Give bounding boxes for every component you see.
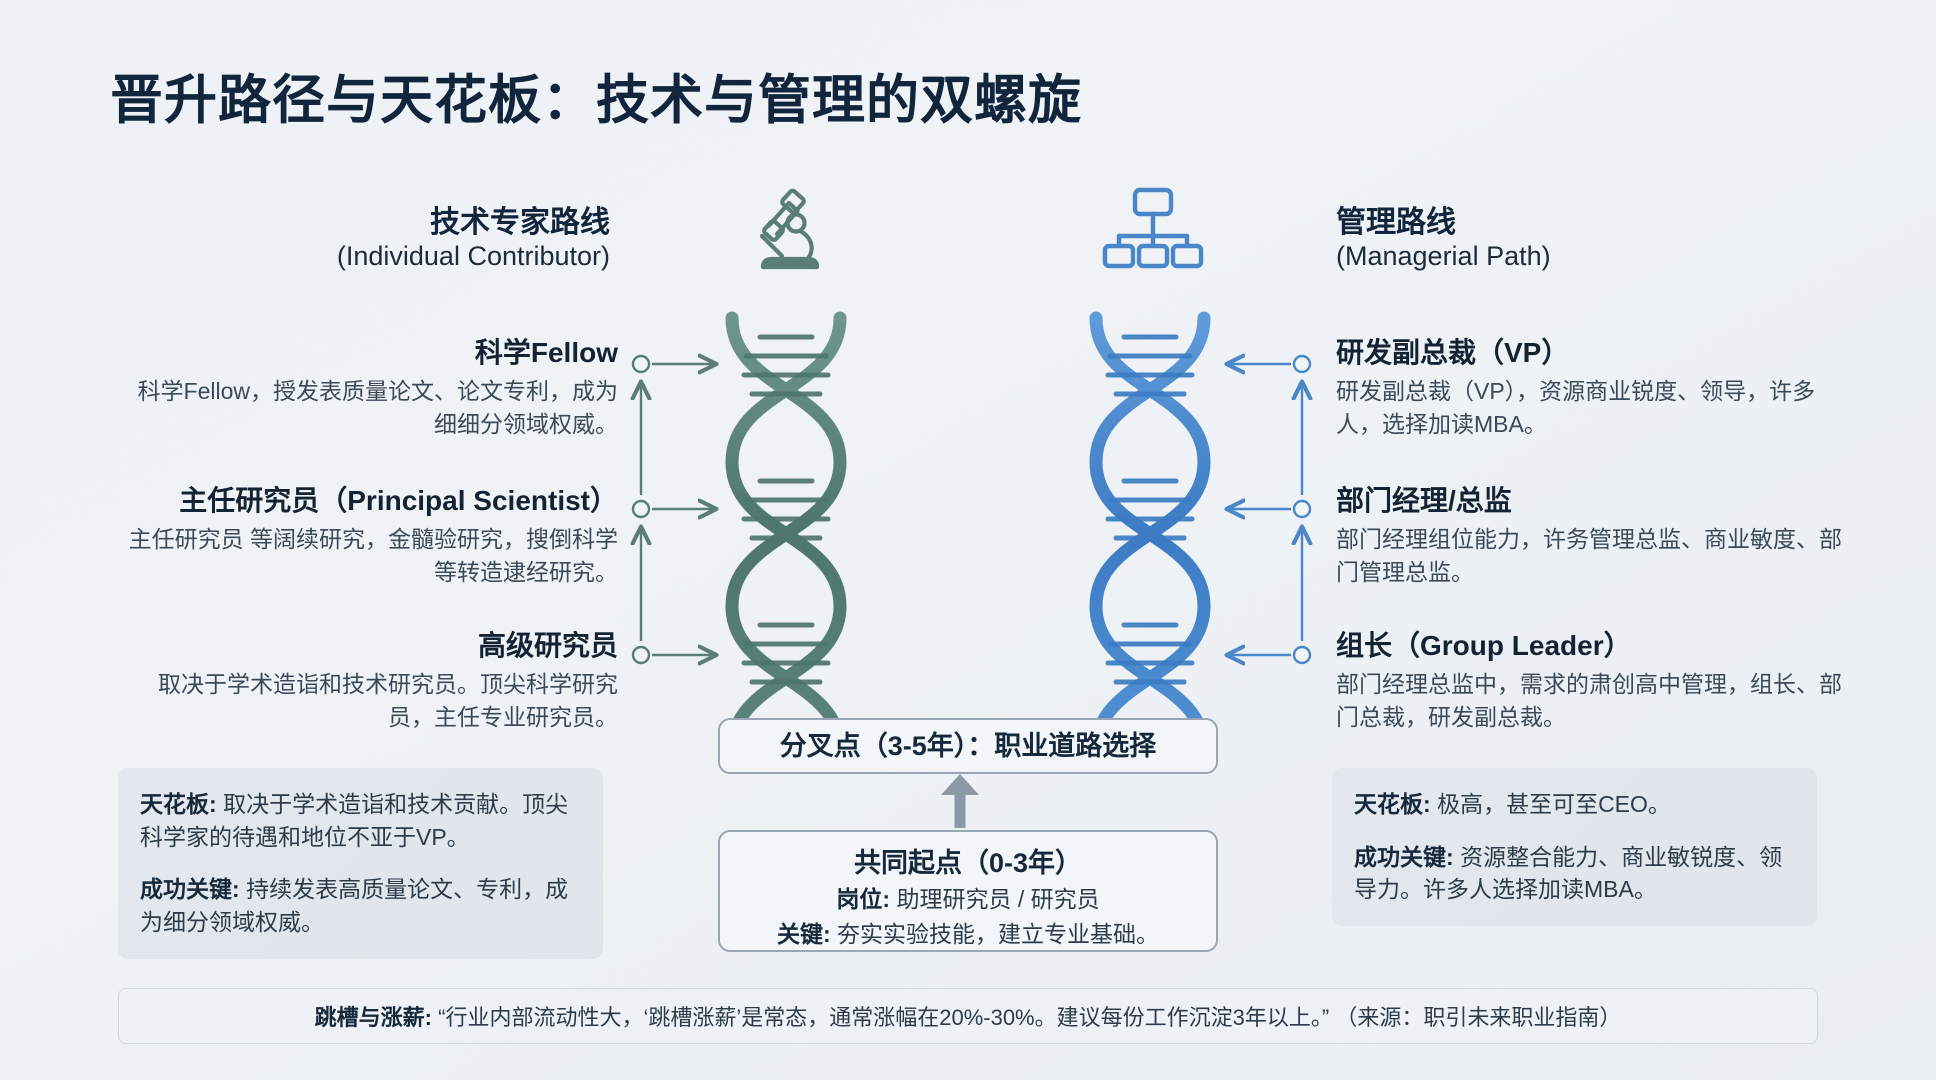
summary-card-mg-key: 成功关键: 资源整合能力、商业敏锐度、领导力。许多人选择加读MBA。 bbox=[1354, 841, 1795, 906]
footer-note-text: 跳槽与涨薪: “行业内部流动性大，‘跳槽涨薪’是常态，通常涨幅在20%-30%。… bbox=[315, 1000, 1622, 1032]
helix-ic-rungs bbox=[741, 334, 831, 685]
summary-card-ic-key-label: 成功关键: bbox=[140, 876, 240, 903]
column-header-mg: 管理路线 (Managerial Path) bbox=[1336, 205, 1936, 273]
fork-point-box: 分叉点（3-5年）：职业道路选择 bbox=[718, 718, 1218, 774]
helix-ic bbox=[725, 311, 847, 757]
common-start-box: 共同起点（0-3年） 岗位: 助理研究员 / 研究员 关键: 夯实实验技能，建立… bbox=[718, 830, 1218, 952]
connector-mg bbox=[1227, 356, 1310, 663]
level-ic-0: 科学Fellow 科学Fellow，授发表质量论文、论文专利，成为细细分领域权威… bbox=[118, 335, 618, 440]
common-start-title: 共同起点（0-3年） bbox=[853, 848, 1083, 878]
level-mg-0-title: 研发副总裁（VP） bbox=[1336, 337, 1570, 368]
common-start-key: 关键: 夯实实验技能，建立专业基础。 bbox=[720, 918, 1216, 951]
level-ic-1-title: 主任研究员（Principal Scientist） bbox=[179, 485, 618, 516]
summary-card-mg-ceiling-text: 极高，甚至可至CEO。 bbox=[1437, 791, 1671, 817]
level-mg-1-title: 部门经理/总监 bbox=[1336, 485, 1512, 516]
helix-mg-rungs bbox=[1105, 334, 1195, 685]
summary-card-mg-key-text: 资源整合能力、商业敏锐度、领导力。许多人选择加读MBA。 bbox=[1354, 843, 1783, 903]
summary-card-mg-ceiling-label: 天花板: bbox=[1354, 791, 1431, 817]
level-mg-1-desc: 部门经理组位能力，许务管理总监、商业敏度、部门管理总监。 bbox=[1336, 526, 1842, 585]
microscope-icon bbox=[742, 186, 838, 277]
summary-card-mg-key-label: 成功关键: bbox=[1354, 843, 1454, 870]
summary-card-ic-key: 成功关键: 持续发表高质量论文、专利，成为细分领域权威。 bbox=[140, 873, 581, 938]
summary-card-ic-ceiling-text: 取决于学术造诣和技术贡献。顶尖科学家的待遇和地位不亚于VP。 bbox=[140, 791, 569, 850]
column-header-mg-en: (Managerial Path) bbox=[1336, 241, 1551, 272]
common-start-key-value: 夯实实验技能，建立专业基础。 bbox=[837, 920, 1160, 947]
footer-note-label: 跳槽与涨薪: bbox=[314, 1005, 432, 1030]
footer-note-quote: “行业内部流动性大，‘跳槽涨薪’是常态，通常涨幅在20%-30%。建议每份工作沉… bbox=[438, 1005, 1330, 1030]
org-chart-icon bbox=[1100, 186, 1204, 275]
summary-card-mg-ceiling: 天花板: 极高，甚至可至CEO。 bbox=[1354, 788, 1795, 821]
common-start-role-label: 岗位: bbox=[836, 886, 891, 913]
page-title: 晋升路径与天花板：技术与管理的双螺旋 bbox=[110, 71, 1082, 130]
level-mg-0: 研发副总裁（VP） 研发副总裁（VP），资源商业锐度、领导，许多人，选择加读MB… bbox=[1336, 335, 1846, 440]
level-ic-2: 高级研究员 取决于学术造诣和技术研究员。顶尖科学研究员，主任专业研究员。 bbox=[118, 628, 618, 733]
summary-card-ic-key-text: 持续发表高质量论文、专利，成为细分领域权威。 bbox=[140, 876, 569, 935]
column-header-ic-cn: 技术专家路线 bbox=[430, 206, 610, 239]
column-header-ic: 技术专家路线 (Individual Contributor) bbox=[0, 205, 610, 273]
summary-card-mg: 天花板: 极高，甚至可至CEO。 成功关键: 资源整合能力、商业敏锐度、领导力。… bbox=[1332, 768, 1817, 926]
common-start-role-value: 助理研究员 / 研究员 bbox=[896, 886, 1100, 913]
level-ic-0-desc: 科学Fellow，授发表质量论文、论文专利，成为细细分领域权威。 bbox=[137, 378, 618, 437]
summary-card-ic-ceiling: 天花板: 取决于学术造诣和技术贡献。顶尖科学家的待遇和地位不亚于VP。 bbox=[140, 788, 581, 853]
summary-card-ic: 天花板: 取决于学术造诣和技术贡献。顶尖科学家的待遇和地位不亚于VP。 成功关键… bbox=[118, 768, 603, 959]
level-ic-2-desc: 取决于学术造诣和技术研究员。顶尖科学研究员，主任专业研究员。 bbox=[158, 671, 618, 730]
level-ic-0-title: 科学Fellow bbox=[474, 337, 618, 368]
start-to-fork-arrow bbox=[941, 774, 979, 828]
level-mg-0-desc: 研发副总裁（VP），资源商业锐度、领导，许多人，选择加读MBA。 bbox=[1336, 378, 1816, 437]
level-mg-1: 部门经理/总监 部门经理组位能力，许务管理总监、商业敏度、部门管理总监。 bbox=[1336, 483, 1846, 588]
fork-point-label: 分叉点（3-5年）：职业道路选择 bbox=[779, 731, 1157, 761]
connector-ic bbox=[633, 356, 716, 663]
footer-note: 跳槽与涨薪: “行业内部流动性大，‘跳槽涨薪’是常态，通常涨幅在20%-30%。… bbox=[118, 988, 1818, 1044]
column-header-ic-en: (Individual Contributor) bbox=[336, 241, 610, 272]
level-mg-2-title: 组长（Group Leader） bbox=[1336, 630, 1632, 661]
column-header-mg-cn: 管理路线 bbox=[1336, 206, 1456, 239]
footer-note-source: （来源：职引未来职业指南） bbox=[1335, 1005, 1622, 1030]
level-mg-2-desc: 部门经理总监中，需求的肃创高中管理，组长、部门总裁，研发副总裁。 bbox=[1336, 671, 1842, 730]
level-ic-1-desc: 主任研究员 等阔续研究，金髓验研究，搜倒科学等转造逮经研究。 bbox=[128, 526, 618, 585]
common-start-key-label: 关键: bbox=[776, 920, 831, 947]
level-ic-2-title: 高级研究员 bbox=[477, 630, 618, 661]
level-mg-2: 组长（Group Leader） 部门经理总监中，需求的肃创高中管理，组长、部门… bbox=[1336, 628, 1846, 733]
level-ic-1: 主任研究员（Principal Scientist） 主任研究员 等阔续研究，金… bbox=[118, 483, 618, 588]
helix-mg bbox=[1089, 311, 1211, 757]
common-start-role: 岗位: 助理研究员 / 研究员 bbox=[720, 883, 1216, 916]
summary-card-ic-ceiling-label: 天花板: bbox=[140, 791, 217, 817]
